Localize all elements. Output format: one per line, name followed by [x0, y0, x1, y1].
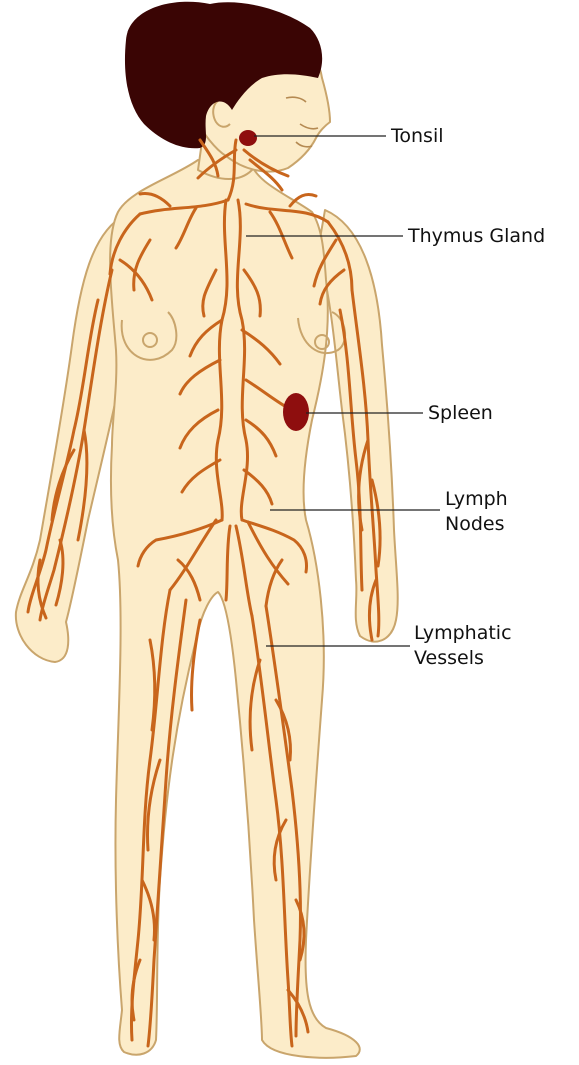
lymphatic-vessels-label-line1: Lymphatic	[414, 621, 512, 646]
thymus-gland-label-text: Thymus Gland	[408, 224, 545, 249]
lymph-nodes-label-line2: Nodes	[445, 512, 508, 537]
spleen-label: Spleen	[428, 401, 493, 426]
tonsil-label: Tonsil	[391, 124, 444, 149]
thymus-gland-label: Thymus Gland	[408, 224, 545, 249]
spleen-organ	[283, 393, 309, 431]
lymph-nodes-label: Lymph Nodes	[445, 487, 508, 537]
tonsil-organ	[239, 130, 257, 146]
lymph-nodes-label-line1: Lymph	[445, 487, 508, 512]
lymphatic-vessels-label: Lymphatic Vessels	[414, 621, 512, 671]
tonsil-label-text: Tonsil	[391, 124, 444, 149]
body-silhouette	[16, 21, 398, 1057]
right-arm	[318, 210, 398, 642]
spleen-label-text: Spleen	[428, 401, 493, 426]
lymphatic-vessels-label-line2: Vessels	[414, 646, 512, 671]
